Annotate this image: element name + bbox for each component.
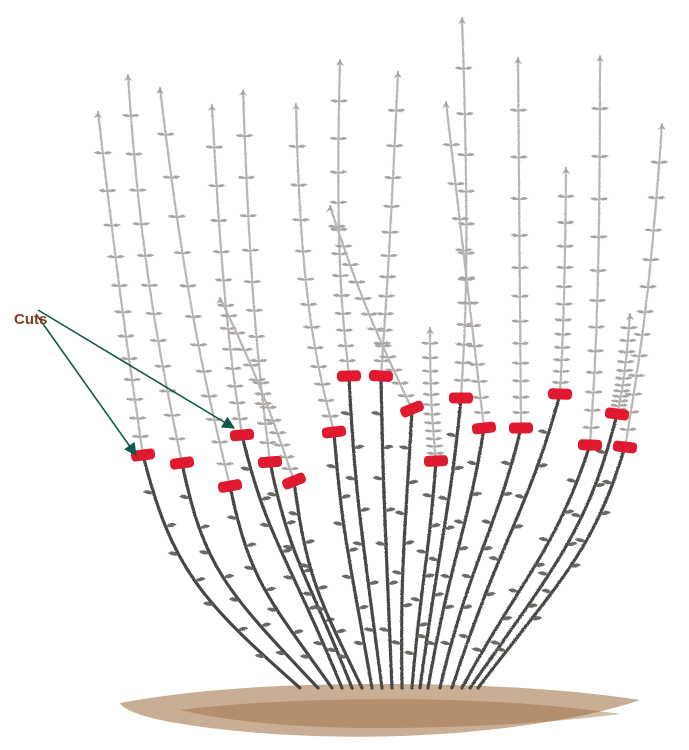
leaf-icon — [165, 523, 176, 527]
leaf-icon — [335, 629, 346, 633]
red-cut-marker-icon — [424, 455, 448, 467]
red-cut-marker-icon — [130, 448, 155, 462]
leaf-icon — [216, 298, 224, 304]
leaf-icon — [454, 519, 465, 523]
leaf-icon — [428, 557, 439, 561]
red-cut-marker-icon — [449, 392, 473, 403]
leaf-icon — [392, 570, 403, 574]
leaf-icon — [358, 605, 369, 609]
leaf-icon — [440, 574, 451, 578]
stem-2 — [122, 75, 318, 688]
leaf-icon — [514, 494, 525, 498]
leaf-icon — [472, 647, 483, 651]
leaf-icon — [340, 494, 351, 498]
leaf-icon — [481, 519, 492, 523]
leaf-icon — [566, 478, 577, 482]
red-cut-marker-icon — [578, 439, 602, 451]
leaf-icon — [317, 585, 328, 589]
red-cut-marker-icon — [471, 421, 496, 435]
stem-lower — [420, 398, 461, 688]
red-cut-marker-icon — [509, 422, 533, 433]
red-cut-marker-icon — [321, 425, 346, 439]
leaf-icon — [438, 496, 449, 500]
leaf-icon — [467, 461, 478, 465]
leaf-icon — [246, 543, 257, 547]
stem-upper — [338, 60, 349, 376]
leaf-icon — [538, 429, 549, 433]
leaf-icon — [571, 513, 582, 517]
stem-upper — [220, 298, 294, 481]
leaf-icon — [373, 476, 384, 480]
leaf-icon — [500, 461, 511, 465]
leaf-icon — [326, 206, 334, 212]
stem-5 — [236, 90, 352, 688]
leaf-icon — [388, 581, 399, 585]
stem-upper — [590, 56, 600, 445]
leaf-icon — [375, 541, 386, 545]
leaf-icon — [404, 651, 415, 655]
stem-lower — [381, 376, 392, 688]
leaf-icon — [304, 539, 315, 543]
cuts-label: Cuts — [14, 311, 47, 328]
leaf-icon — [461, 574, 472, 578]
leaf-icon — [391, 640, 402, 644]
leaf-icon — [416, 549, 427, 553]
leaf-icon — [285, 520, 296, 524]
stem-upper — [243, 90, 270, 462]
leaf-icon — [359, 507, 370, 511]
leaf-icon — [541, 589, 552, 593]
leaf-icon — [446, 433, 457, 437]
leaf-icon — [260, 496, 271, 500]
red-cut-marker-icon — [369, 370, 394, 382]
stems-group — [94, 18, 668, 688]
stem-lower — [402, 409, 412, 688]
leaf-icon — [508, 588, 519, 592]
stem-12 — [416, 18, 475, 688]
leaf-icon — [261, 622, 272, 626]
leaf-icon — [265, 587, 276, 591]
red-cut-marker-icon — [337, 370, 361, 382]
red-cut-marker-icon — [217, 479, 243, 494]
red-cut-marker-icon — [548, 388, 572, 400]
red-cut-marker-icon — [258, 456, 283, 469]
leaf-icon — [488, 556, 499, 560]
red-cut-marker-icon — [169, 456, 194, 470]
stem-18 — [478, 124, 668, 688]
leaf-icon — [293, 629, 304, 633]
leaf-icon — [368, 581, 379, 585]
leaf-icon — [237, 627, 248, 631]
stem-lower — [349, 376, 382, 688]
red-cut-marker-icon — [612, 440, 637, 454]
stem-upper — [98, 112, 143, 455]
stem-upper — [461, 18, 466, 398]
leaf-icon — [399, 445, 410, 449]
leaf-icon — [353, 445, 364, 449]
leaf-icon — [199, 524, 210, 528]
soil-ground — [120, 684, 640, 737]
stem-7 — [288, 104, 372, 688]
label-arrows — [36, 310, 234, 455]
leaf-icon — [575, 538, 586, 542]
leaf-icon — [538, 537, 549, 541]
leaf-icon — [348, 547, 359, 551]
leaf-icon — [195, 577, 206, 581]
stem-upper — [518, 58, 521, 428]
leaf-icon — [395, 511, 406, 515]
leaf-icon — [458, 634, 469, 638]
stem-1 — [94, 112, 300, 688]
leaf-icon — [410, 597, 421, 601]
leaf-icon — [371, 411, 382, 415]
leaf-icon — [440, 641, 451, 645]
leaf-icon — [490, 641, 501, 645]
leaf-icon — [538, 571, 549, 575]
leaf-icon — [223, 574, 234, 578]
red-cut-marker-icon — [230, 428, 255, 441]
leaf-icon — [422, 493, 433, 497]
